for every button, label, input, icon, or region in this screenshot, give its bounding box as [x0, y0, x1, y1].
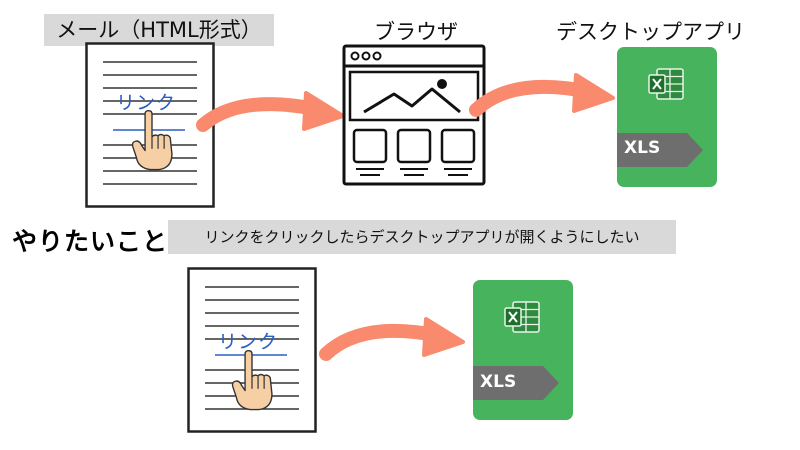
goal-heading: やりたいこと	[12, 227, 169, 256]
goal-pointing-hand-icon	[226, 350, 278, 412]
arrow-to-browser-icon	[196, 91, 345, 132]
goal-excel-app-icon	[473, 280, 573, 420]
goal-excel-xls-label: XLS	[480, 372, 517, 392]
email-label: メール（HTML形式）	[44, 14, 274, 46]
arrow-to-desktop-app-icon	[469, 73, 615, 117]
goal-link-text[interactable]: リンク	[218, 331, 279, 353]
browser-label: ブラウザ	[374, 20, 458, 44]
email-link-text[interactable]: リンク	[116, 92, 177, 114]
excel-app-icon	[617, 47, 717, 187]
browser-window-icon	[342, 44, 486, 186]
arrow-to-goal-desktop-app-icon	[319, 317, 465, 361]
excel-xls-label: XLS	[624, 138, 661, 158]
goal-description: リンクをクリックしたらデスクトップアプリが開くようにしたい	[168, 220, 676, 254]
pointing-hand-icon	[126, 110, 178, 172]
desktop-app-label: デスクトップアプリ	[556, 20, 745, 44]
